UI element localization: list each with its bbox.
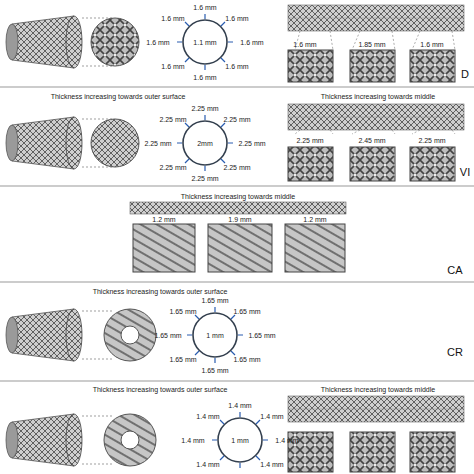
dimension-label: Thickness increasing towards outer surfa… <box>93 288 228 295</box>
dimension-label: Thickness increasing towards middle <box>321 93 435 100</box>
dimension-label: 2.25 mm <box>191 175 218 182</box>
dimension-label: 2.25 mm <box>159 164 186 171</box>
dimension-label: 1.4 mm <box>181 437 204 444</box>
dimension-label: 2.45 mm <box>358 137 385 144</box>
dimension-label: 1.65 mm <box>233 308 260 315</box>
dimension-label: 2.25 mm <box>159 116 186 123</box>
dimension-label: 1.65 mm <box>201 367 228 374</box>
dimension-label: 2.25 mm <box>191 105 218 112</box>
dimension-label: 1 mm <box>206 332 224 339</box>
dimension-label: 1 mm <box>231 437 249 444</box>
dimension-label: 1.4 mm <box>260 461 283 468</box>
dimension-label: 1.6 mm <box>420 41 443 48</box>
dimension-label: 1.6 mm <box>293 41 316 48</box>
dimension-label: 2.25 mm <box>418 137 445 144</box>
dimension-label: 2.25 mm <box>144 140 171 147</box>
dimension-label: 2.25 mm <box>223 164 250 171</box>
dimension-label: 1.6 mm <box>225 15 248 22</box>
dimension-label: 1.85 mm <box>358 41 385 48</box>
dimension-label: 1.4 mm <box>196 461 219 468</box>
dimension-label: 1.4 mm <box>260 413 283 420</box>
dimension-label: 2.25 mm <box>238 140 265 147</box>
dimension-label: Thickness increasing towards middle <box>181 193 295 200</box>
dimension-label: 1.6 mm <box>225 63 248 70</box>
panel-letter: D <box>461 69 469 80</box>
dimension-label: 1.65 mm <box>201 297 228 304</box>
dimension-label: 1.6 mm <box>146 39 169 46</box>
dimension-label: 1.2 mm <box>152 216 175 223</box>
dimension-label: 1.2 mm <box>303 216 326 223</box>
dimension-label: 1.65 mm <box>233 356 260 363</box>
dimension-label: 1.1 mm <box>193 39 216 46</box>
panel-letter: CA <box>447 265 462 276</box>
dimension-label: 1.4 mm <box>196 413 219 420</box>
dimension-label: Thickness increasing towards outer surfa… <box>51 93 186 100</box>
dimension-label: 1.65 mm <box>248 332 275 339</box>
dimension-label: 1.4 mm <box>228 402 251 409</box>
dimension-label: 1.4 mm <box>275 437 298 444</box>
dimension-label: Thickness increasing towards middle <box>321 386 435 393</box>
dimension-label: 1.6 mm <box>193 4 216 11</box>
dimension-label: 1.65 mm <box>154 332 181 339</box>
dimension-label: 1.6 mm <box>193 74 216 81</box>
dimension-label: 1.65 mm <box>169 308 196 315</box>
dimension-label: 1.6 mm <box>161 15 184 22</box>
dimension-label: 1.6 mm <box>161 63 184 70</box>
dimension-label: 2.25 mm <box>223 116 250 123</box>
panel-letter: VI <box>460 167 470 178</box>
dimension-label: 2.25 mm <box>296 137 323 144</box>
panel-letter: CR <box>447 347 463 358</box>
dimension-label: 2mm <box>197 140 213 147</box>
dimension-label: 1.6 mm <box>240 39 263 46</box>
dimension-label: 1.65 mm <box>169 356 196 363</box>
dimension-label: 1.9 mm <box>228 216 251 223</box>
dimension-label: Thickness increasing towards outer surfa… <box>93 386 228 393</box>
